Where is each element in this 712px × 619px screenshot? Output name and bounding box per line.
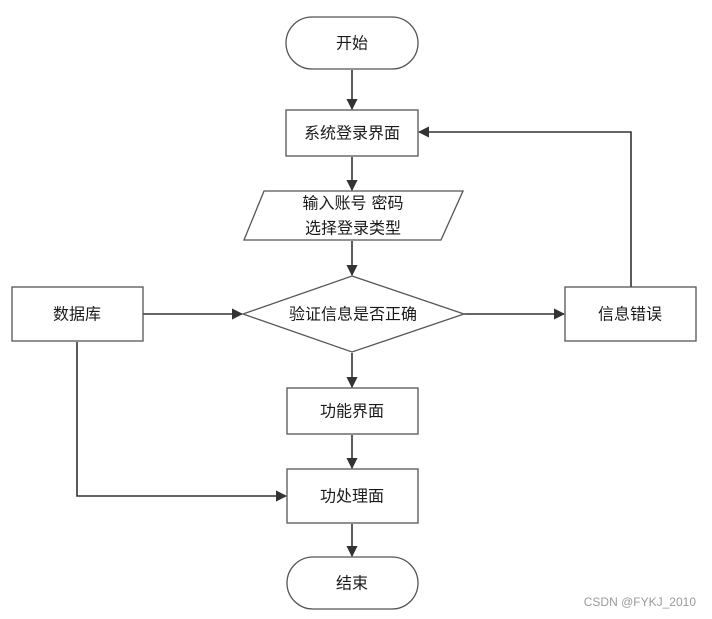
login-screen-node: 系统登录界面 [285, 109, 419, 157]
process-label: 功处理面 [320, 487, 384, 506]
watermark: CSDN @FYKJ_2010 [584, 595, 697, 609]
verify-label: 验证信息是否正确 [289, 305, 417, 324]
start-node: 开始 [285, 16, 419, 70]
input-node: 输入账号 密码 选择登录类型 [243, 190, 465, 241]
process-node: 功处理面 [286, 468, 419, 524]
error-node: 信息错误 [564, 286, 697, 342]
function-screen-node: 功能界面 [286, 387, 419, 435]
error-label: 信息错误 [598, 305, 662, 324]
verify-decision-node: 验证信息是否正确 [241, 275, 467, 353]
login-screen-label: 系统登录界面 [304, 124, 400, 143]
input-label-line2: 选择登录类型 [305, 219, 401, 238]
end-node: 结束 [286, 556, 419, 610]
end-label: 结束 [336, 574, 368, 593]
connectors [76, 70, 632, 558]
start-label: 开始 [336, 34, 368, 53]
edge-error-to-login [417, 126, 632, 287]
edge-database-to-process [76, 342, 288, 502]
database-node: 数据库 [11, 286, 144, 342]
database-label: 数据库 [53, 305, 101, 324]
input-label-line1: 输入账号 密码 [302, 194, 403, 213]
function-screen-label: 功能界面 [320, 402, 384, 421]
